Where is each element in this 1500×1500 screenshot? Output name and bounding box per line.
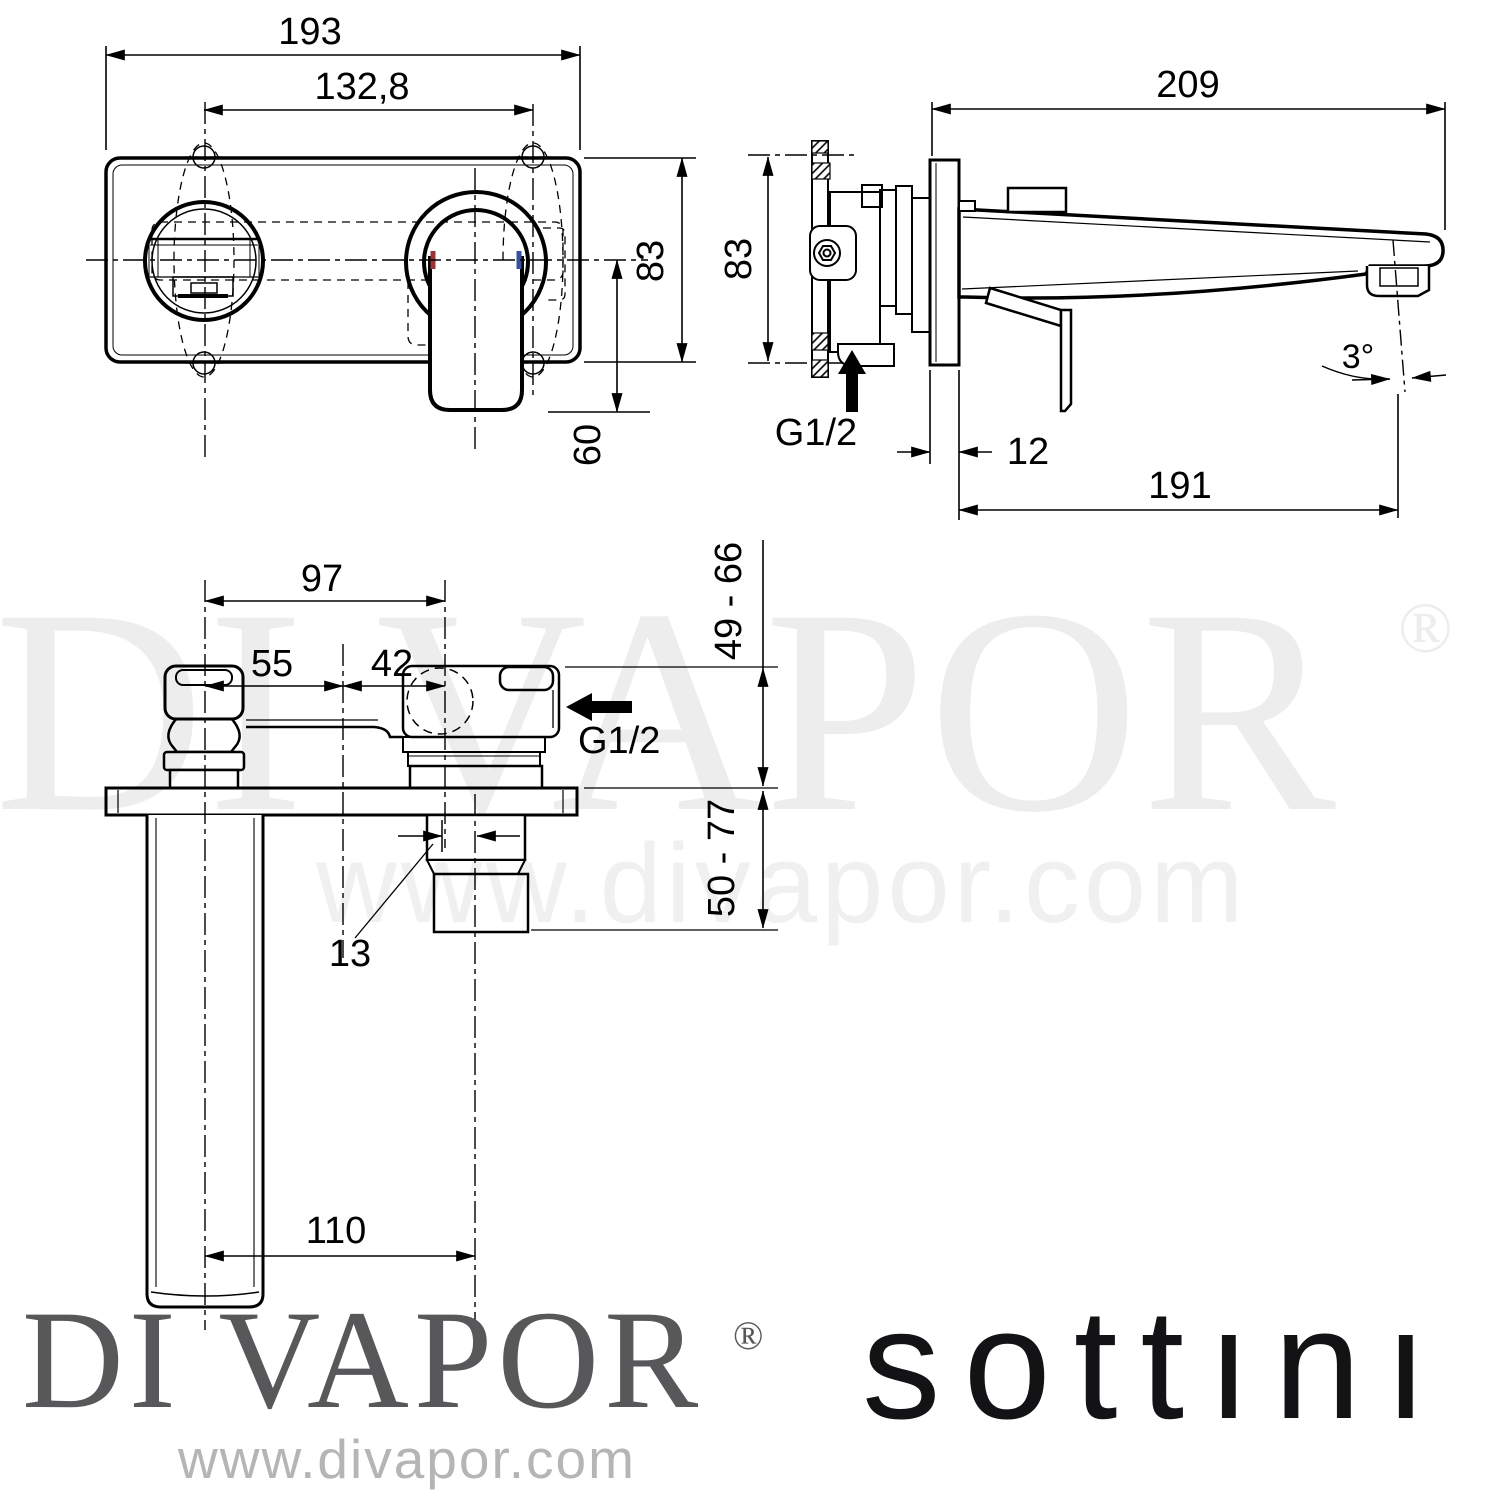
dim-handle-to-inlet: 97 (301, 558, 343, 600)
dim-spout-to-stem: 110 (306, 1210, 367, 1252)
spout-side (957, 186, 1445, 300)
dimensions-plan (204, 540, 778, 1262)
divapor-logo: DI VAPOR (22, 1282, 704, 1438)
side-view: 83 209 G1/2 12 191 3° (718, 64, 1447, 520)
centerlines-plan (204, 580, 476, 1332)
cartridge-bonnet (1006, 186, 1068, 214)
centerlines-front (86, 102, 648, 458)
mixer-handle-side (984, 286, 1073, 413)
divapor-reg-icon: ® (733, 1313, 764, 1358)
dim-mid-to-inlet: 42 (371, 643, 413, 685)
dimensions-front (105, 46, 696, 413)
dim-handle-to-mid: 55 (251, 643, 293, 685)
wall-plate-side (928, 158, 961, 367)
inlet-arrow-icon (838, 350, 866, 412)
label-inlet-plan: G1/2 (578, 720, 660, 762)
mixer-handle-front (404, 190, 548, 412)
plan-view: 97 55 42 49 - 66 50 - 77 G1/2 13 110 (104, 540, 778, 1332)
label-inlet-side: G1/2 (775, 412, 857, 454)
front-view: 193 132,8 83 60 (86, 11, 696, 466)
dimensions-side (762, 102, 1447, 520)
inlet-port-dashed (406, 667, 474, 735)
dim-center-offset: 13 (329, 933, 371, 975)
wall-flange (811, 140, 831, 378)
cartridge-stem (425, 813, 530, 934)
dim-spout-reach: 191 (1148, 465, 1211, 507)
aerator-side (1365, 266, 1431, 298)
dim-rough-in-lower: 50 - 77 (701, 799, 743, 917)
sottini-logo: sottını (862, 1277, 1451, 1452)
handle-plan (162, 664, 246, 790)
fixing-screw-icon (813, 239, 841, 267)
dim-hole-spacing: 132,8 (314, 66, 409, 108)
dim-lever-drop: 60 (567, 424, 609, 466)
dim-rough-in-upper: 49 - 66 (708, 542, 750, 660)
dim-plate-offset: 12 (1007, 431, 1049, 473)
mounting-lug (498, 665, 555, 692)
divapor-url: www.divapor.com (178, 1428, 636, 1490)
dim-plate-height: 83 (630, 240, 672, 282)
inlet-arrow-plan-icon (566, 693, 632, 721)
spout-outlet-front (143, 200, 265, 322)
dim-side-height: 83 (718, 238, 760, 280)
wall-plate-plan (104, 786, 579, 817)
dim-spout-angle: 3° (1342, 338, 1375, 376)
dim-plate-width: 193 (278, 11, 341, 53)
hidden-body-outline (151, 221, 564, 281)
dim-total-depth: 209 (1156, 64, 1219, 106)
